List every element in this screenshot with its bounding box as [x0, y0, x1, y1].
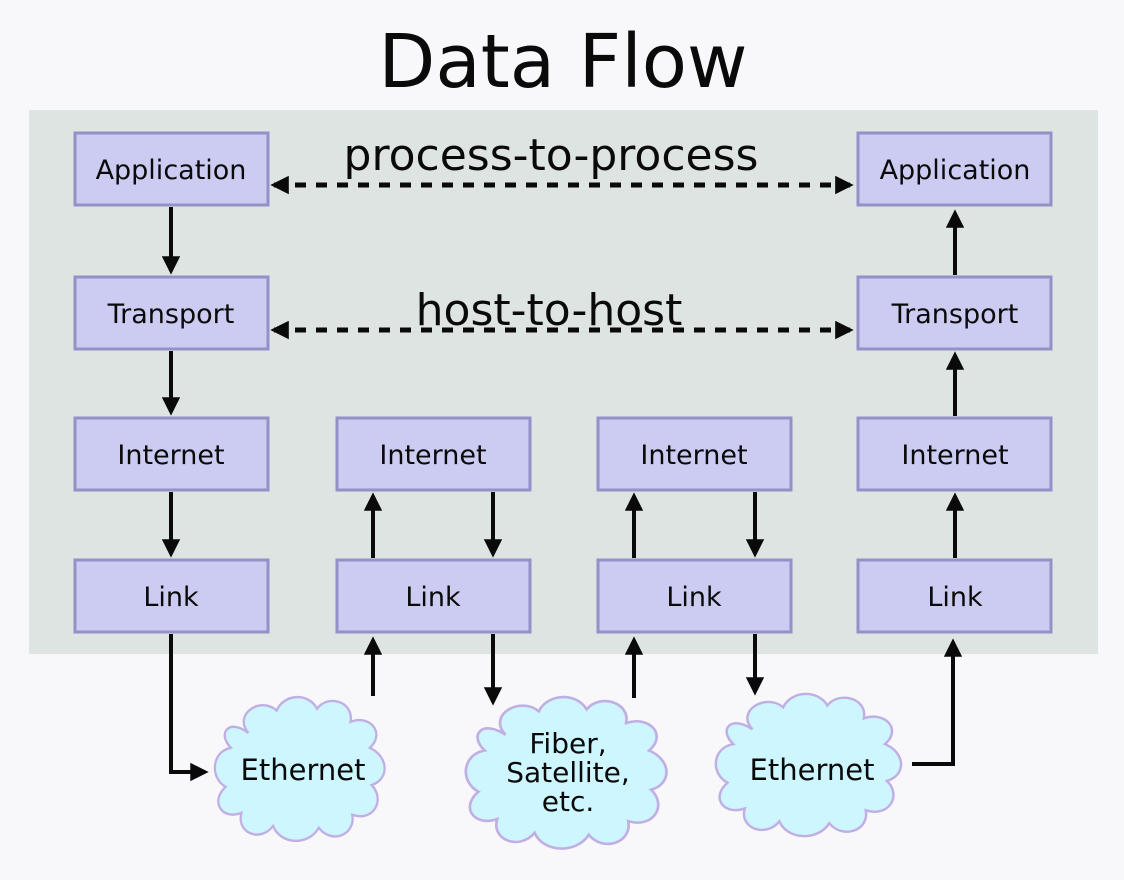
host-a-link-label: Link: [143, 582, 199, 613]
host-b-transport-box: [856, 275, 1053, 351]
host-a-internet-box: [73, 416, 270, 492]
network-clouds: Ethernet Fiber, Satellite, etc. Ethernet: [213, 692, 903, 850]
router1-link-box: [335, 558, 532, 634]
host-b-link-box: [856, 558, 1053, 634]
router2-link-box: [596, 558, 793, 634]
router-2-column: Internet Link: [596, 416, 793, 698]
host-a-transport-label: Transport: [107, 299, 235, 330]
host-b-transport-label: Transport: [891, 299, 1019, 330]
host-b-application-label: Application: [880, 155, 1031, 186]
host-a-application-box: [73, 131, 270, 207]
arrow-hosta-link-to-ethernet: [169, 634, 209, 782]
process-to-process-label: process-to-process: [344, 130, 759, 181]
router2-internet-label: Internet: [640, 440, 747, 471]
cloud-fiber-line-1: Fiber,: [529, 727, 606, 760]
process-to-process-link: process-to-process: [270, 130, 854, 195]
host-a-application-label: Application: [96, 155, 247, 186]
router1-internet-box: [335, 416, 532, 492]
router-1-column: Internet Link: [335, 416, 532, 706]
host-b-internet-box: [856, 416, 1053, 492]
router1-link-label: Link: [405, 582, 461, 613]
cloud-fiber-line-2: Satellite,: [506, 756, 630, 789]
cloud-ethernet-2-label: Ethernet: [750, 753, 875, 787]
router2-link-label: Link: [666, 582, 722, 613]
host-b-internet-label: Internet: [901, 440, 1008, 471]
cloud-fiber-line-3: etc.: [542, 785, 595, 818]
arrow-ethernet-to-hostb-link: [912, 638, 963, 766]
router2-internet-box: [596, 416, 793, 492]
cloud-ethernet-1-label: Ethernet: [241, 753, 366, 787]
host-b-link-label: Link: [927, 582, 983, 613]
host-a-transport-box: [73, 275, 270, 351]
host-a-column: Application Transport Internet Link: [73, 131, 270, 782]
router1-internet-label: Internet: [379, 440, 486, 471]
host-a-link-box: [73, 558, 270, 634]
host-b-application-box: [856, 131, 1053, 207]
diagram-title: Data Flow: [378, 19, 747, 105]
host-to-host-link: host-to-host: [270, 285, 854, 340]
host-b-column: Application Transport Internet Link: [856, 131, 1053, 766]
host-a-internet-label: Internet: [117, 440, 224, 471]
